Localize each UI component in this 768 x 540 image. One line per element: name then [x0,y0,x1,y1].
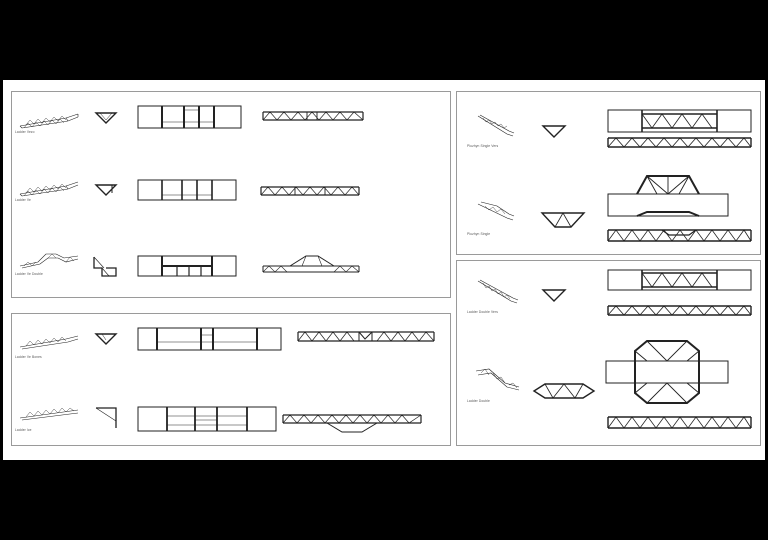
elevation-view [262,255,360,273]
step-section [93,256,117,277]
item-label: Ladder Double [467,399,490,403]
triangle-section [541,289,567,302]
plan-view [137,179,237,201]
truss-3d-render [19,181,79,197]
truss-3d-render [477,114,515,137]
truss-3d-render [19,407,79,421]
truss-3d-render [19,335,79,350]
angle-section [95,407,117,428]
item-label: Ladder Ve Bones [15,355,42,359]
elevation-view [607,305,752,316]
truss-3d-render [475,368,520,391]
triangle-section [94,112,118,124]
item-label: Ladder Vezo [15,130,35,134]
plan-view [607,269,752,291]
triangle-section [94,184,118,196]
truss-3d-render [477,201,515,221]
plan-view [137,327,282,351]
plan-view [137,255,237,277]
truss-section [540,212,586,228]
elevation-view [262,111,364,121]
elevation-view [607,137,752,148]
item-label: Ladder Ve [15,198,31,202]
item-label: Ladder Double Vers [467,310,498,314]
elevation-view [607,416,752,429]
item-label: Ladder Ice [15,428,32,432]
triangle-section [541,125,567,138]
truss-3d-render [19,253,79,269]
panel-pluzhyn: Pluzhyn Single Vers Pluzhyn Single [456,91,761,255]
elevation-view [607,229,752,242]
triangle-section [94,333,118,345]
plan-view [137,105,242,129]
plan-view [607,175,729,217]
item-label: Ladder Ve Double [15,272,43,276]
plan-view [605,340,729,404]
item-label: Pluzhyn Single Vers [467,144,499,148]
plan-view [607,109,752,133]
panel-ladder-double: Ladder Double Vers Ladder Double [456,260,761,446]
truss-3d-render [477,279,519,304]
plan-view [137,406,277,432]
drawing-sheet: Ladder Vezo Ladder Ve [3,80,765,460]
elevation-view [282,414,422,433]
truss-section [532,383,596,399]
panel-ladder-variants: Ladder Vezo Ladder Ve [11,91,451,298]
item-label: Pluzhyn Single [467,232,491,236]
panel-ladder-bones: Ladder Ve Bones Ladder Ice [11,313,451,446]
elevation-view [297,331,435,342]
elevation-view [260,186,360,196]
truss-3d-render [19,113,79,129]
